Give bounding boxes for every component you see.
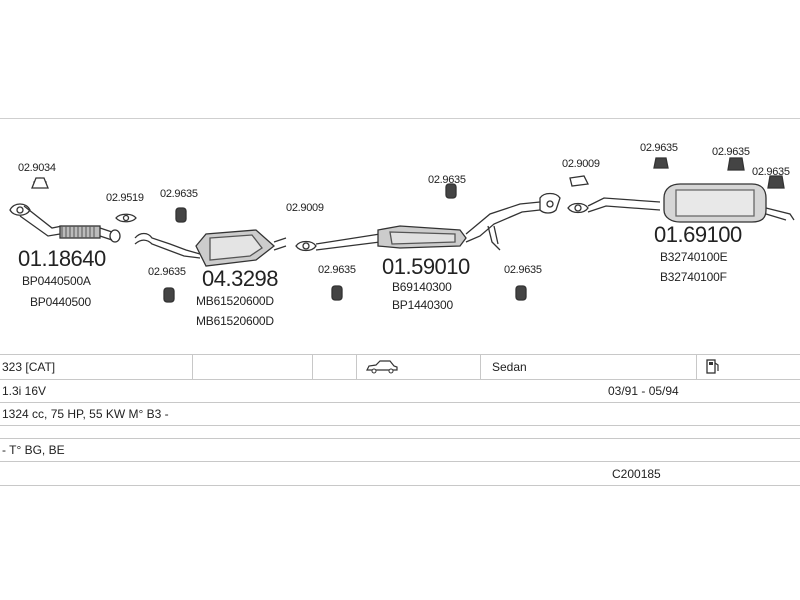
info-row-code: C200185 xyxy=(0,462,800,486)
info-row-model: 323 [CAT] Sedan xyxy=(0,354,800,380)
oem-ref-middle-1: B69140300 xyxy=(392,280,452,294)
engine: 1.3i 16V xyxy=(2,383,47,398)
part-code-gasket-2[interactable]: 02.9519 xyxy=(106,192,144,204)
markets: - T° BG, BE xyxy=(2,443,65,457)
part-code-rubber-3[interactable]: 02.9635 xyxy=(318,264,356,276)
exhaust-diagram: 02.9034 01.18640 BP0440500A BP0440500 02… xyxy=(0,118,800,350)
oem-ref-rear-2: B32740100F xyxy=(660,270,727,284)
rear-silencer xyxy=(567,157,795,223)
engine-specs: 1324 cc, 75 HP, 55 KW M° B3 - xyxy=(2,407,169,421)
middle-section xyxy=(295,183,561,301)
part-code-gasket[interactable]: 02.9034 xyxy=(18,162,56,174)
part-code-rubber-4[interactable]: 02.9635 xyxy=(428,174,466,186)
front-pipe xyxy=(9,203,121,243)
part-code-catalyst[interactable]: 04.3298 xyxy=(202,266,279,291)
oem-ref-catalyst-2: MB61520600D xyxy=(196,314,274,328)
top-border xyxy=(0,118,800,119)
part-code-gasket-3[interactable]: 02.9009 xyxy=(286,202,324,214)
part-code-rear-silencer[interactable]: 01.69100 xyxy=(654,222,742,247)
part-code-middle-silencer[interactable]: 01.59010 xyxy=(382,254,470,279)
part-code-rubber-8[interactable]: 02.9635 xyxy=(752,166,790,178)
production-years: 03/91 - 05/94 xyxy=(608,383,679,398)
info-row-markets: - T° BG, BE xyxy=(0,439,800,462)
part-code-rubber-7[interactable]: 02.9635 xyxy=(712,146,750,158)
part-code-gasket-4[interactable]: 02.9009 xyxy=(562,158,600,170)
oem-ref-front-pipe-2: BP0440500 xyxy=(30,295,91,309)
part-code-rubber-1[interactable]: 02.9635 xyxy=(160,188,198,200)
oem-ref-front-pipe-1: BP0440500A xyxy=(22,274,91,288)
gasket-shapes-left xyxy=(31,177,187,303)
info-row-spacer xyxy=(0,426,800,439)
sedan-car-icon xyxy=(366,355,398,379)
oem-ref-rear-1: B32740100E xyxy=(660,250,728,264)
body-type: Sedan xyxy=(492,360,527,374)
exhaust-system-drawing xyxy=(9,157,795,303)
oem-ref-middle-2: BP1440300 xyxy=(392,298,453,312)
fuel-pump-icon xyxy=(706,355,720,379)
info-row-engine: 1.3i 16V 03/91 - 05/94 xyxy=(0,379,800,403)
model-name: 323 [CAT] xyxy=(2,360,56,374)
catalog-code: C200185 xyxy=(612,466,661,481)
info-row-specs: 1324 cc, 75 HP, 55 KW M° B3 - xyxy=(0,403,800,426)
catalytic-converter xyxy=(134,229,287,267)
part-code-rubber-6[interactable]: 02.9635 xyxy=(640,142,678,154)
part-code-front-pipe[interactable]: 01.18640 xyxy=(18,246,106,271)
oem-ref-catalyst-1: MB61520600D xyxy=(196,294,274,308)
part-code-rubber-5[interactable]: 02.9635 xyxy=(504,264,542,276)
part-code-rubber-2[interactable]: 02.9635 xyxy=(148,266,186,278)
